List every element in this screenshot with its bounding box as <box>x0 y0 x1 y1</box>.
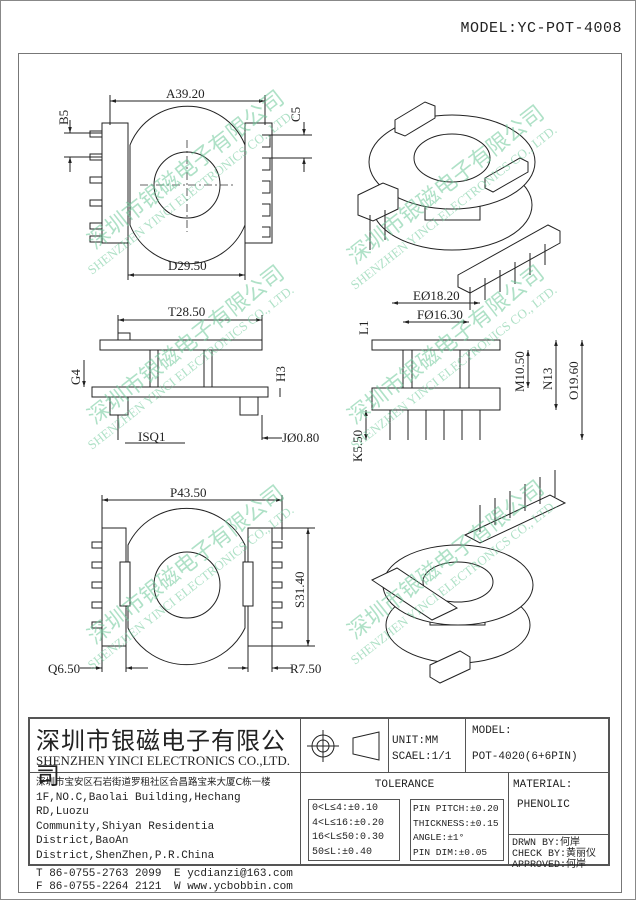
dim-i: ISQ1 <box>138 429 165 444</box>
tolerance-item: 0<L≤4:±0.10 <box>312 803 379 814</box>
model-label: MODEL: <box>472 725 512 737</box>
dim-e: EØ18.20 <box>413 288 460 303</box>
tolerance-item: THICKNESS:±0.15 <box>413 817 499 829</box>
tolerance-item: 16<L≤50:0.30 <box>312 832 385 843</box>
dim-q: Q6.50 <box>48 661 80 676</box>
fax: F 86-0755-2264 2121 <box>36 881 162 893</box>
dim-f: FØ16.30 <box>417 307 463 322</box>
drawn-by: DRWN BY:何岸 <box>512 838 581 849</box>
tolerance-item: PIN PITCH:±0.20 <box>413 803 499 814</box>
company-name-cn: 深圳市银磁电子有限公司 <box>36 727 286 790</box>
address-line-1: 1F,NO.C,Baolai Building,Hechang RD,Luozu <box>36 791 241 819</box>
tolerance-ranges: 0<L≤4:±0.10 4<L≤16:±0.20 16<L≤50:0.30 50… <box>308 799 400 861</box>
dim-p: P43.50 <box>170 485 206 500</box>
top-view: A39.20 B5 C5 D29.50 <box>56 86 312 280</box>
address-line-2: Community,Shiyan Residentia District,Bao… <box>36 820 215 848</box>
tolerance-item: PIN DIM:±0.05 <box>413 846 488 858</box>
model-value: POT-4020(6+6PIN) <box>472 751 578 763</box>
dim-k: K5.50 <box>350 430 365 462</box>
isometric-view-top <box>357 101 561 310</box>
address-cn: 深圳市宝安区石岩街道罗租社区合昌路宝来大厦C栋一楼 <box>36 777 271 788</box>
dim-s: S31.40 <box>292 572 307 608</box>
dim-g: G4 <box>68 369 83 385</box>
unit-label: UNIT:MM <box>392 735 439 747</box>
website-link[interactable]: W www.ycbobbin.com <box>174 881 293 893</box>
dim-o: O19.60 <box>566 361 581 400</box>
tolerance-item: 4<L≤16:±0.20 <box>312 817 385 829</box>
email-link[interactable]: E ycdianzi@163.com <box>174 868 293 880</box>
tolerance-title: TOLERANCE <box>374 779 435 791</box>
dim-c: C5 <box>288 107 303 122</box>
tolerance-item: 50≤L:±0.40 <box>312 846 373 858</box>
bottom-view: P43.50 S31.40 Q6.50 R7.50 <box>48 485 321 676</box>
drawing-frame <box>18 53 622 893</box>
dim-n: N13 <box>540 368 555 390</box>
address-line-3: District,ShenZhen,P.R.China <box>36 849 215 862</box>
dim-m: M10.50 <box>512 351 527 392</box>
dim-d: D29.50 <box>168 258 207 273</box>
side-view: T28.50 G4 H3 ISQ1 JØ0.80 <box>68 304 319 445</box>
phone: T 86-0755-2763 2099 <box>36 868 162 880</box>
dim-h: H3 <box>273 366 288 382</box>
approved-by: APPROVED:何岸 <box>512 860 587 871</box>
title-block: 深圳市银磁电子有限公司 SHENZHEN YINCI ELECTRONICS C… <box>28 717 610 893</box>
first-angle-projection-icon <box>307 730 380 762</box>
tolerance-specs: PIN PITCH:±0.20 THICKNESS:±0.15 ANGLE:±1… <box>410 799 504 861</box>
material-label: MATERIAL: <box>513 779 573 791</box>
dim-a: A39.20 <box>166 86 205 101</box>
dim-l: L1 <box>356 321 371 335</box>
dim-j: JØ0.80 <box>282 430 319 445</box>
projection-symbol <box>301 719 389 773</box>
model-number: MODEL:YC-POT-4008 <box>460 20 622 37</box>
checked-by: CHECK BY:黄丽仪 <box>512 849 597 860</box>
tolerance-item: ANGLE:±1° <box>413 832 465 843</box>
scale-label: SCAEL:1/1 <box>392 751 452 763</box>
isometric-view-bottom <box>370 470 567 684</box>
dim-t: T28.50 <box>168 304 205 319</box>
dim-r: R7.50 <box>290 661 321 676</box>
dim-b: B5 <box>56 110 71 125</box>
material-value: PHENOLIC <box>517 799 570 811</box>
company-name-en: SHENZHEN YINCI ELECTRONICS CO.,LTD. <box>36 753 290 768</box>
front-view: EØ18.20 FØ16.30 L1 M10.50 N13 O19.60 K5.… <box>350 288 584 462</box>
